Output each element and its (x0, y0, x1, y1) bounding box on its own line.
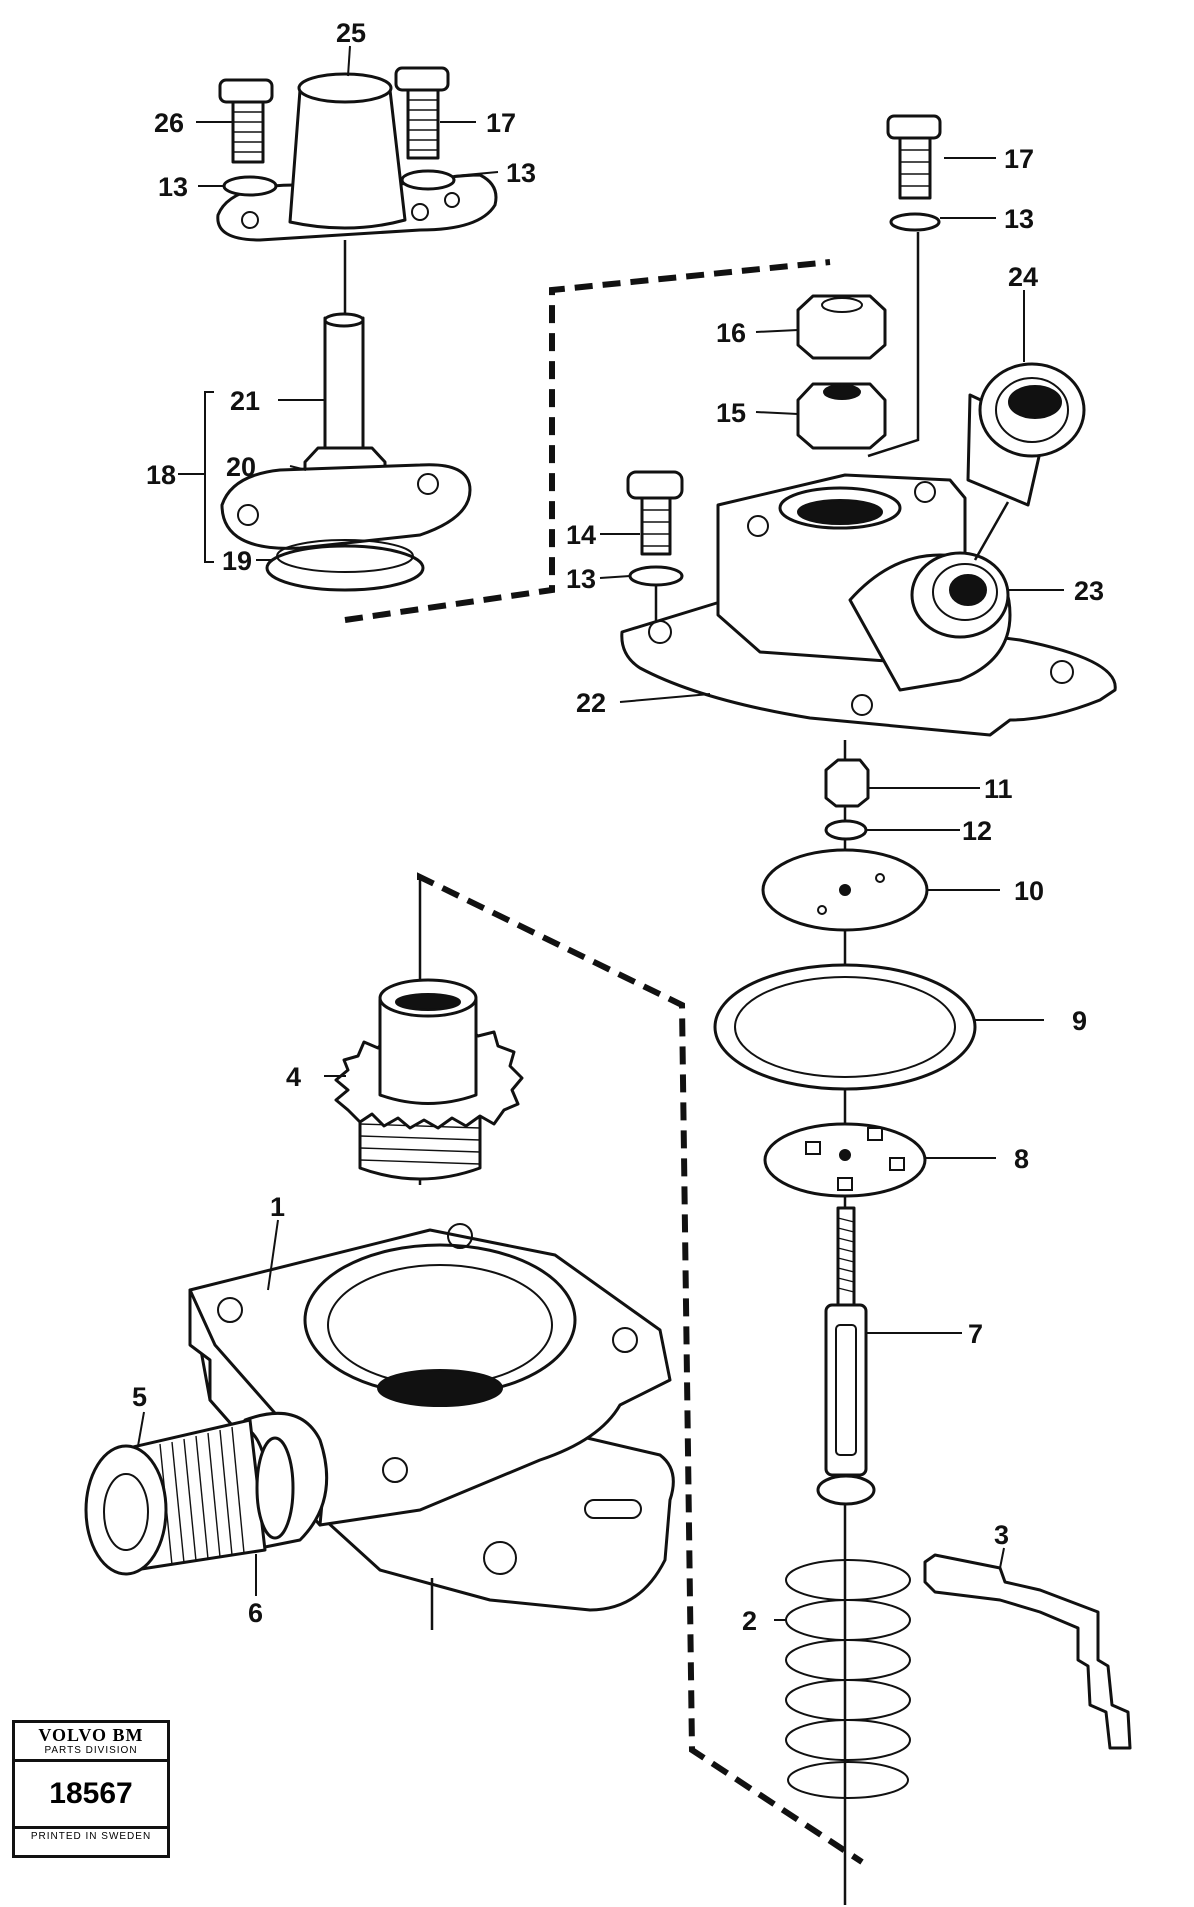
washer-13-upper-right (889, 212, 941, 232)
callout-7: 7 (968, 1319, 983, 1349)
callout-13-left: 13 (566, 564, 596, 594)
callout-20: 20 (226, 452, 256, 482)
stamp-number: 18567 (15, 1762, 167, 1829)
callout-17-top: 17 (486, 108, 516, 138)
stud-21 (323, 316, 365, 470)
stamp-division: PARTS DIVISION (15, 1745, 167, 1762)
callout-9: 9 (1072, 1006, 1087, 1036)
callout-5: 5 (132, 1382, 147, 1412)
washer-13-right (400, 169, 456, 191)
diaphragm-19 (265, 544, 425, 592)
callout-25: 25 (336, 18, 366, 48)
diaphragm-9 (713, 963, 977, 1091)
callout-15: 15 (716, 398, 746, 428)
upper-housing-assembly (620, 114, 1117, 737)
stem-7 (816, 1206, 876, 1506)
valve-stack (713, 740, 1132, 1905)
stamp-brand: VOLVO BM (38, 1725, 144, 1745)
leader-lines (137, 45, 1064, 1621)
callout-labels: 25 26 17 13 13 21 18 20 19 17 13 24 16 1… (132, 18, 1104, 1636)
callout-22: 22 (576, 688, 606, 718)
lower-housing-assembly (84, 880, 675, 1630)
callout-1: 1 (270, 1192, 285, 1222)
plug-5 (84, 1418, 295, 1576)
callout-26: 26 (154, 108, 184, 138)
callout-17-right: 17 (1004, 144, 1034, 174)
callout-13-top-left: 13 (158, 172, 188, 202)
dashed-connector-bottom (417, 872, 864, 1865)
callout-23: 23 (1074, 576, 1104, 606)
callout-13-right: 13 (1004, 204, 1034, 234)
callout-14: 14 (566, 520, 596, 550)
cap-assembly (216, 66, 498, 592)
callout-8: 8 (1014, 1144, 1029, 1174)
callout-4: 4 (286, 1062, 301, 1092)
parts-stamp: VOLVO BM PARTS DIVISION 18567 PRINTED IN… (12, 1720, 170, 1858)
bolt-14 (626, 470, 684, 556)
callout-3: 3 (994, 1520, 1009, 1550)
callout-13-top-right: 13 (506, 158, 536, 188)
washer-13-left (222, 175, 278, 197)
callout-21: 21 (230, 386, 260, 416)
callout-6: 6 (248, 1598, 263, 1628)
washer-13-lower (628, 565, 684, 587)
dashed-connector-top (344, 259, 831, 623)
fitting-4 (334, 978, 524, 1181)
bolt-17-top (394, 66, 450, 160)
clip-12 (824, 819, 868, 841)
bolt-26 (218, 78, 274, 164)
callout-19: 19 (222, 546, 252, 576)
callout-11: 11 (984, 774, 1013, 804)
nut-11 (824, 758, 870, 808)
callout-16: 16 (716, 318, 746, 348)
callout-18: 18 (146, 460, 176, 490)
bracket-3 (923, 1553, 1132, 1750)
stamp-printed: PRINTED IN SWEDEN (30, 1831, 152, 1842)
callout-24: 24 (1008, 262, 1038, 292)
bolt-17-right (886, 114, 942, 200)
nut-15 (796, 382, 887, 450)
callout-12: 12 (962, 816, 992, 846)
spring-2 (785, 1559, 911, 1799)
callout-10: 10 (1014, 876, 1044, 906)
nut-16 (796, 294, 887, 360)
callout-2: 2 (742, 1606, 757, 1636)
